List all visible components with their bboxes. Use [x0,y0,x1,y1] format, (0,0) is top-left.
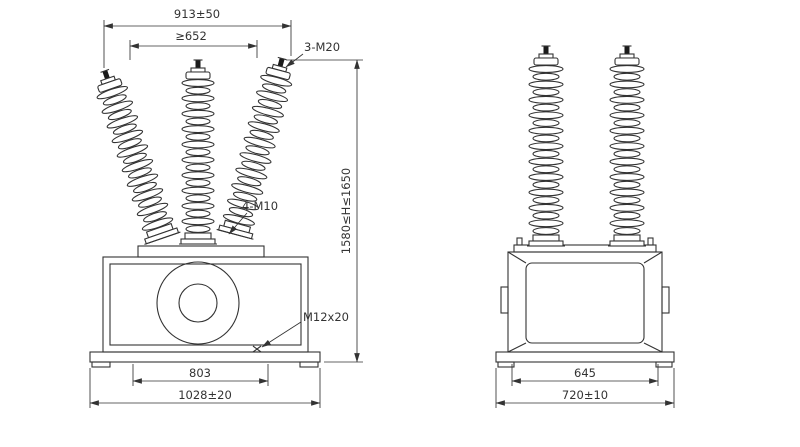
side-view [495,45,675,368]
label-front-base-width: 1028±20 [178,388,232,402]
dim-side-mount-width: 645 [511,364,659,386]
front-box-outer [102,256,309,353]
label-base-bolt: M12x20 [303,310,349,324]
dim-top-width: 913±50 [103,7,292,68]
insulator-center [179,59,217,245]
side-top-stud-right [647,237,654,246]
callout-base-bolt: M12x20 [261,310,349,348]
callout-flange-bolts: 4-M10 [228,199,278,235]
side-insulator-left [527,45,565,247]
dim-height-range: 1580≤H≤1650 [286,59,363,363]
base-bolt-mark [252,345,262,353]
front-bore-outer [156,261,240,345]
label-height-range: 1580≤H≤1650 [339,168,353,254]
side-ear-left [500,286,509,314]
front-base-plate [89,351,321,363]
insulator-left [96,68,181,245]
side-foot-left [497,361,515,368]
insulator-right [216,56,293,240]
side-base-plate [495,351,675,363]
dimensions: 913±50 ≥652 3-M20 4-M10 1580≤H≤1650 M12x… [89,7,675,408]
side-insulator-right [608,45,646,247]
front-bore-inner [178,283,218,323]
front-foot-right [299,361,319,368]
side-ear-right [661,286,670,314]
label-min-spacing: ≥652 [175,29,207,43]
side-foot-right [655,361,673,368]
label-top-width: 913±50 [174,7,220,21]
dim-min-spacing: ≥652 [129,29,258,60]
dim-side-base-width: 720±10 [495,368,675,408]
side-box-outer [507,251,663,353]
front-foot-left [91,361,111,368]
label-side-mount-width: 645 [574,366,596,380]
side-corner-ticks [507,251,663,353]
label-terminal-bolts: 3-M20 [304,40,340,54]
callout-terminal-bolts: 3-M20 [285,40,340,68]
side-top-stud-left [516,237,523,246]
label-flange-bolts: 4-M10 [242,199,278,213]
front-box-inner [109,263,302,346]
dim-front-mount-width: 803 [132,364,269,386]
dim-front-base-width: 1028±20 [89,368,321,408]
front-view [89,56,321,368]
label-side-base-width: 720±10 [562,388,608,402]
label-front-mount-width: 803 [189,366,211,380]
front-top-plate [137,245,265,258]
side-box-inner [525,262,645,344]
